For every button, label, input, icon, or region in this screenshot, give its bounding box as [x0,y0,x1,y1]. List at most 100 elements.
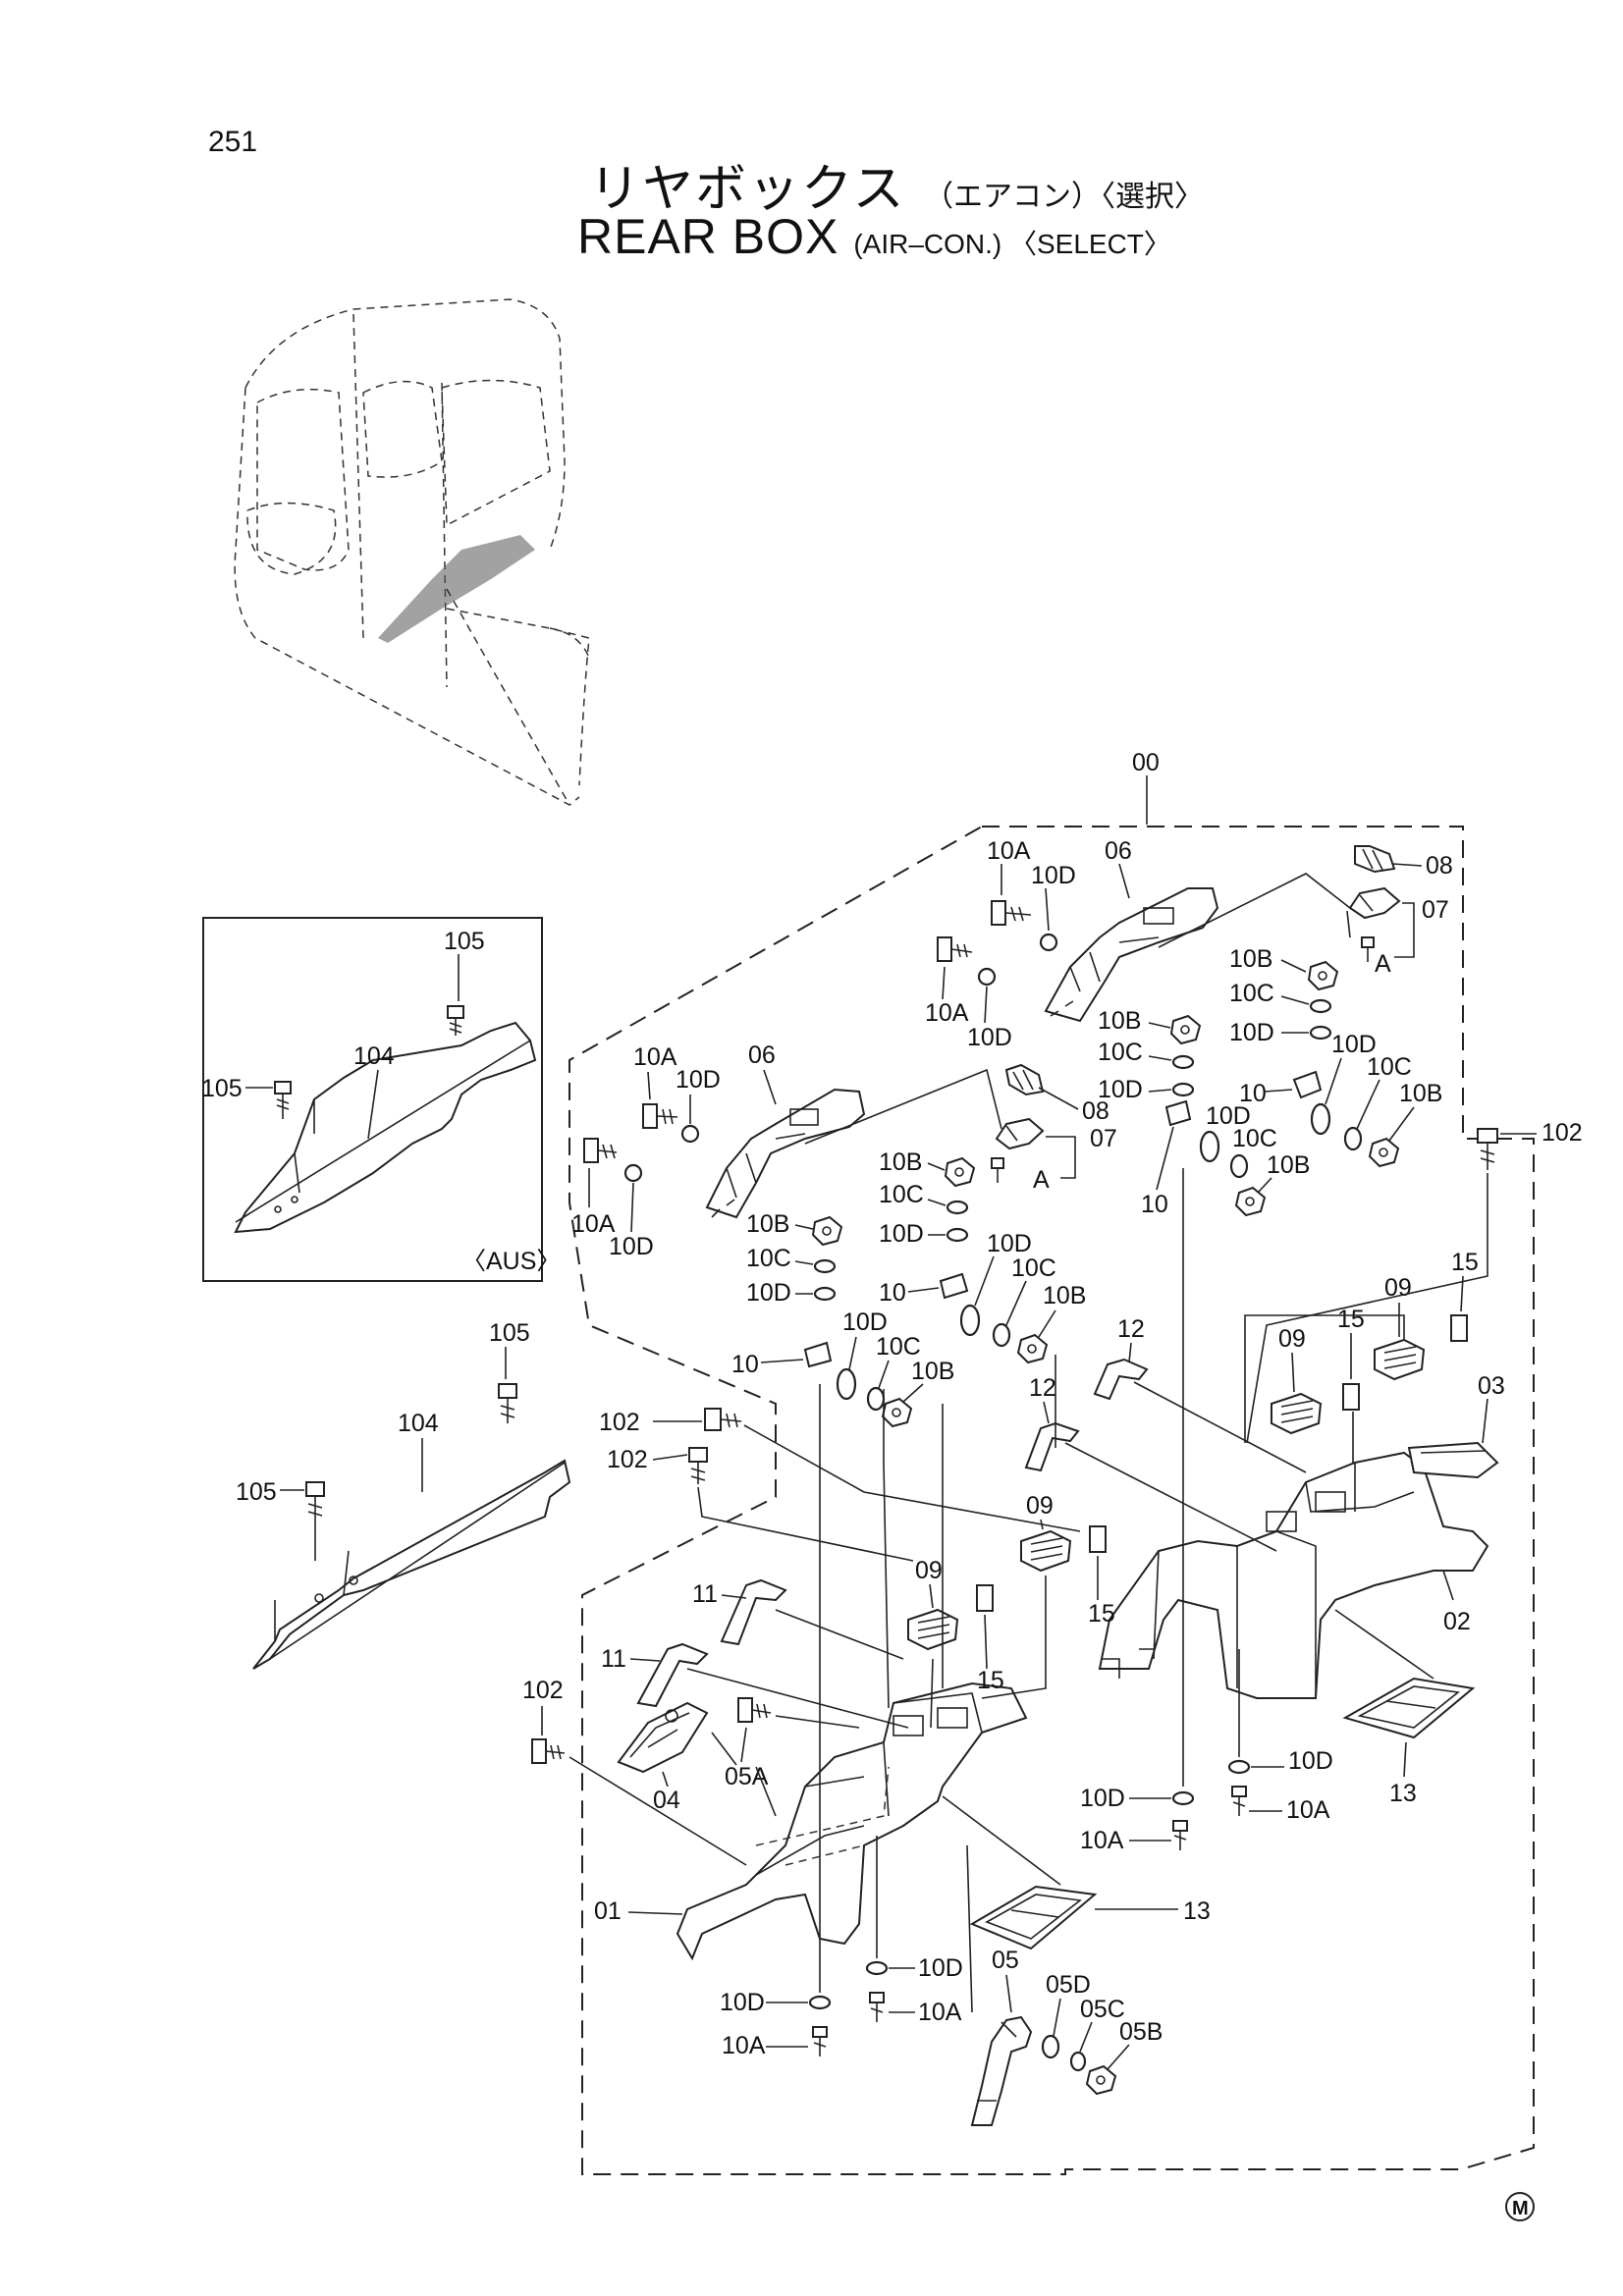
callout-10D: 10D [987,1230,1032,1257]
vent-grille-icon [1020,1529,1072,1573]
title-japanese-main: リヤボックス [589,160,906,219]
bolt-icon [274,1081,292,1119]
callout-06: 06 [1105,837,1132,865]
bolt-icon [688,1447,708,1484]
bolt-102-right: 102 [1246,1119,1583,1444]
callout-10A: 10A [1286,1796,1330,1824]
bolt-icon [498,1383,517,1423]
callout-02: 02 [1443,1608,1471,1635]
upper-left-cover-group: 06 10A 10D 10A 10D 08 07 A 10B 10C 10D [571,1041,1117,1428]
callout-10A: 10A [571,1210,616,1238]
callout-03: 03 [1478,1372,1505,1400]
nut-icon [1234,1186,1267,1217]
callout-105: 105 [236,1478,277,1506]
callout-10D: 10D [609,1233,654,1260]
nut-icon [1016,1333,1049,1364]
bolt-icon [704,1408,742,1431]
upper-right-cover-group: 06 10A 10D 10A 10D 08 07 A 10B 10C 10D [925,837,1453,1218]
bolt-icon [869,1992,885,2022]
vent-grille-icon [907,1608,959,1651]
callout-105: 105 [201,1075,243,1102]
callout-104: 104 [353,1042,395,1070]
callout-05A: 05A [725,1763,769,1790]
callout-10: 10 [1141,1191,1168,1218]
manufacturer-mark: M [1505,2192,1535,2221]
callout-10D: 10D [720,1989,765,2016]
drain-hose-assembly: 05 05D 05C 05B [966,1844,1163,2126]
callout-15: 15 [1088,1600,1115,1628]
nut-icon [811,1215,843,1247]
callout-10C: 10C [879,1181,924,1208]
callout-11: 11 [601,1645,626,1673]
callout-10B: 10B [879,1148,922,1176]
callout-05: 05 [992,1947,1019,1974]
bolt-icon [531,1738,566,1764]
bolt-icon [937,936,973,962]
callout-10C: 10C [876,1333,921,1361]
callout-10C: 10C [1232,1125,1277,1152]
callout-102: 102 [607,1446,648,1473]
callout-10C: 10C [1367,1053,1412,1081]
bolt-icon [1231,1786,1247,1816]
callout-01: 01 [594,1897,622,1925]
callout-10C: 10C [1229,980,1274,1007]
nut-icon [1085,2064,1117,2096]
callout-10A: 10A [633,1043,677,1071]
callout-10B: 10B [1399,1080,1442,1107]
nut-icon [881,1397,913,1428]
callout-09: 09 [1026,1492,1054,1520]
callout-10B: 10B [746,1210,789,1238]
page-number: 251 [208,126,258,158]
callout-102: 102 [522,1677,564,1704]
right-box-assembly: 02 03 09 15 09 15 13 [1080,1168,1505,1854]
screw-icon [991,1157,1004,1183]
callout-05C: 05C [1080,1996,1125,2023]
callout-10: 10 [731,1351,759,1378]
callout-10D: 10D [1206,1102,1251,1130]
callout-10D: 10D [967,1024,1012,1051]
vent-grille-icon [1374,1338,1426,1381]
callout-07: 07 [1090,1125,1117,1152]
callout-05D: 05D [1046,1971,1091,1999]
callout-10A: 10A [1080,1827,1124,1854]
callout-15: 15 [1451,1249,1479,1276]
callout-10C: 10C [746,1245,791,1272]
callout-A: A [1375,950,1391,978]
callout-10D: 10D [1098,1076,1143,1103]
callout-10D: 10D [676,1066,721,1094]
callout-10A: 10A [918,1999,962,2026]
nut-icon [944,1156,976,1188]
callout-15: 15 [1337,1306,1365,1333]
callout-10C: 10C [1098,1039,1143,1066]
callout-00: 00 [1132,749,1160,776]
callout-10: 10 [1239,1080,1267,1107]
callout-04: 04 [653,1787,680,1814]
air-filter-icon [1342,1677,1476,1739]
mark-letter: M [1512,2198,1529,2219]
callout-10D: 10D [879,1220,924,1248]
callout-06: 06 [748,1041,776,1069]
title-english-main: REAR BOX [577,209,839,264]
callout-102: 102 [1542,1119,1583,1147]
callout-10D: 10D [1031,862,1076,889]
callout-105: 105 [444,928,485,955]
callout-10B: 10B [1098,1007,1141,1035]
callout-10B: 10B [1043,1282,1086,1309]
bolt-icon [642,1103,678,1129]
callout-13: 13 [1389,1780,1417,1807]
title-japanese: リヤボックス （エアコン）〈選択〉 [589,147,1204,221]
vent-grille-icon [1271,1392,1323,1435]
callout-09: 09 [1278,1325,1306,1353]
air-filter-icon [969,1885,1098,1950]
callout-11: 11 [692,1580,718,1608]
callout-10C: 10C [1011,1255,1056,1282]
callout-10D: 10D [1080,1785,1125,1812]
callout-15: 15 [977,1667,1004,1694]
callout-10B: 10B [1267,1151,1310,1179]
callout-102: 102 [599,1409,640,1436]
bolt-icon [991,900,1032,926]
callout-10A: 10A [925,999,969,1027]
callout-A: A [1033,1166,1050,1194]
bolt-icon [1172,1820,1188,1850]
